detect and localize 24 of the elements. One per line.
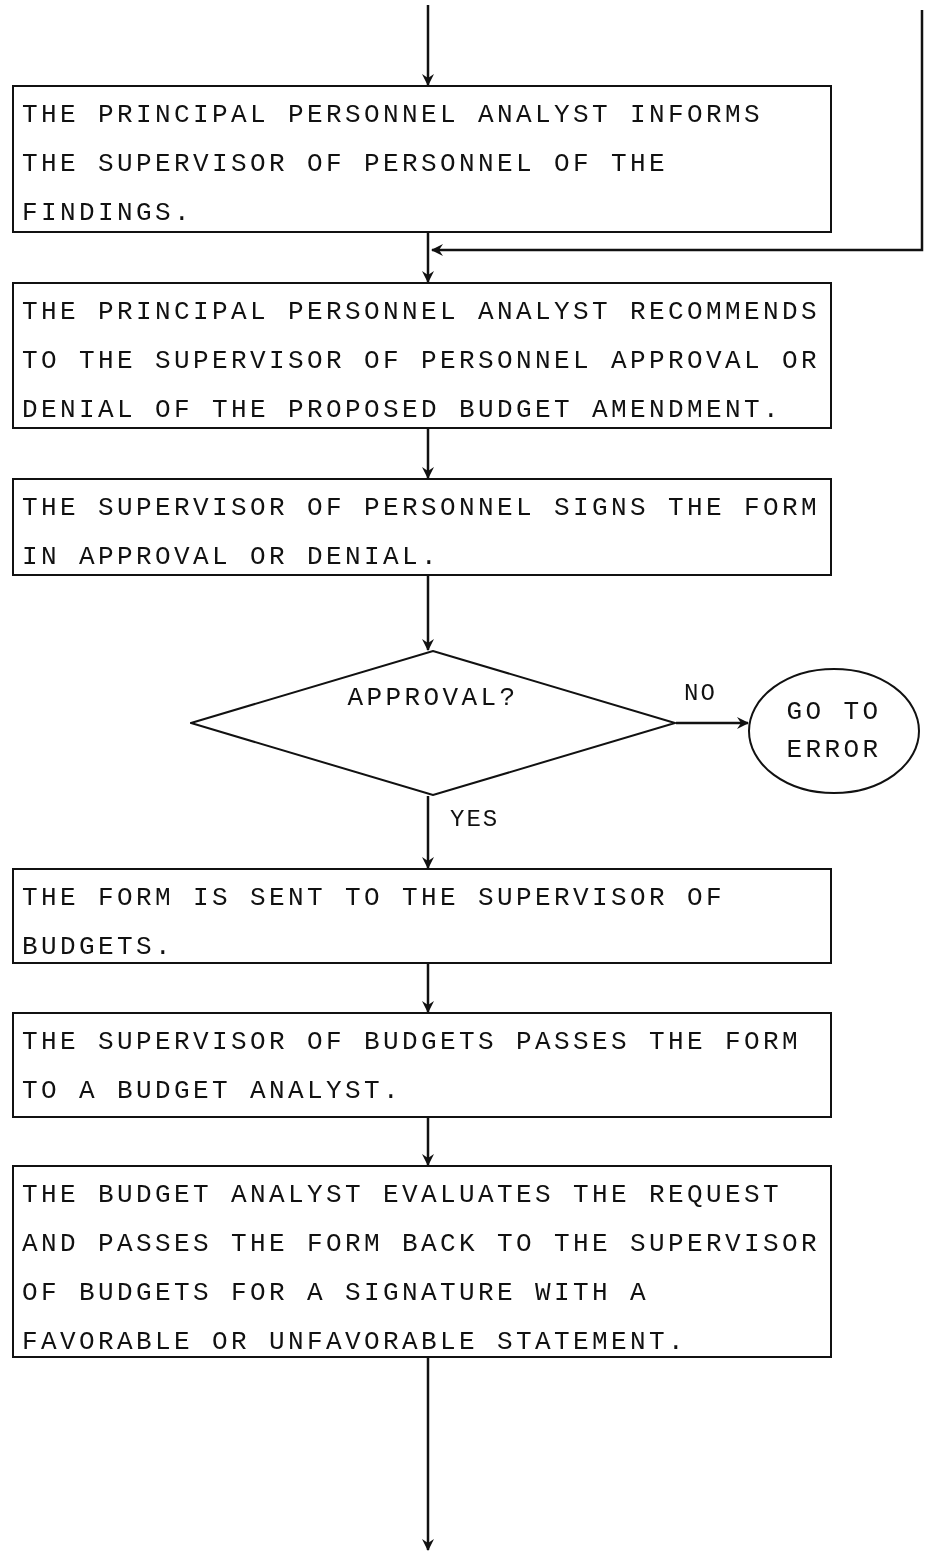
process-box: [12, 85, 832, 233]
step-text: THE SUPERVISOR OF PERSONNEL SIGNS THE FORM IN APPROVAL OR DENIAL.: [22, 492, 822, 574]
step-text: THE BUDGET ANALYST EVALUATES THE REQUEST AND PASSES THE FORM BACK TO THE SUPERVISOR OF BUDGETS FOR A SIGNATURE WITH A FAVORABLE OR UNFAVORABLE STATEMENT.: [22, 1179, 822, 1359]
process-box: [12, 1012, 832, 1118]
arrow: [422, 1118, 434, 1166]
step-text: THE FORM IS SENT TO THE SUPERVISOR OF BUDGETS.: [22, 882, 727, 964]
arrow: [422, 796, 434, 869]
arrow: [431, 10, 924, 256]
arrow: [422, 5, 434, 86]
decision-diamond: [190, 650, 676, 796]
terminal-ellipse: [748, 668, 920, 794]
arrow: [676, 717, 749, 729]
step-text: THE SUPERVISOR OF BUDGETS PASSES THE FORM TO A BUDGET ANALYST.: [22, 1026, 803, 1108]
arrow: [422, 964, 434, 1013]
process-box: [12, 478, 832, 576]
arrow: [422, 1358, 434, 1551]
step-text: THE PRINCIPAL PERSONNEL ANALYST RECOMMENDS TO THE SUPERVISOR OF PERSONNEL APPROVAL OR DENIAL OF THE PROPOSED BUDGET AMENDMENT.: [22, 296, 822, 427]
arrow: [422, 233, 434, 283]
step-text: THE PRINCIPAL PERSONNEL ANALYST INFORMS THE SUPERVISOR OF PERSONNEL OF THE FINDINGS.: [22, 99, 765, 230]
step-text: GO TO ERROR: [785, 696, 883, 767]
process-box: [12, 868, 832, 964]
arrow: [422, 429, 434, 479]
arrow: [422, 576, 434, 651]
step-text: APPROVAL?: [347, 682, 519, 715]
